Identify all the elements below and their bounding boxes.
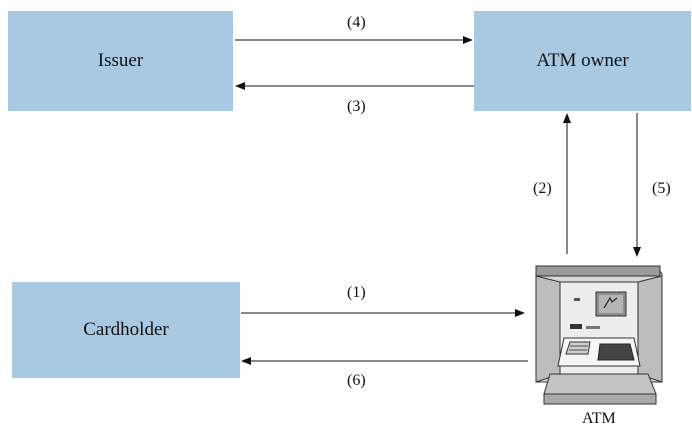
- cardholder-label: Cardholder: [83, 319, 169, 340]
- atm-owner-label: ATM owner: [536, 50, 629, 71]
- edge-label-2: (2): [533, 180, 552, 197]
- edge-label-1: (1): [347, 284, 366, 301]
- edge-label-4: (4): [347, 14, 366, 31]
- edge-label-5: (5): [652, 180, 671, 197]
- atm-owner-node: ATM owner: [474, 11, 691, 111]
- issuer-node: Issuer: [8, 11, 233, 111]
- atm-label: ATM: [582, 410, 616, 427]
- edge-label-3: (3): [347, 98, 366, 115]
- issuer-label: Issuer: [97, 50, 144, 71]
- edge-label-6: (6): [347, 372, 366, 389]
- atm-machine-icon: [530, 262, 665, 415]
- cardholder-node: Cardholder: [12, 282, 240, 378]
